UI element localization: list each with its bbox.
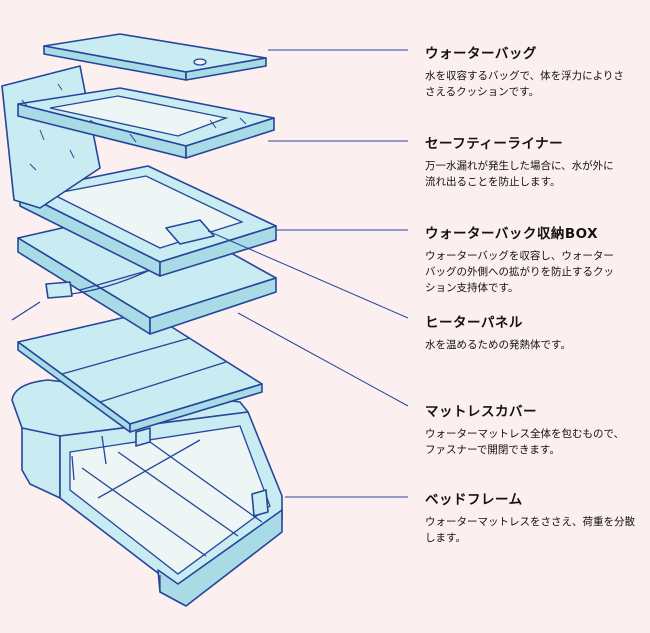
label-description-line: 水を温めるための発熱体です。 <box>425 339 571 351</box>
leader-line-mattress-cover <box>237 312 409 407</box>
label-heater-panel: ヒーターパネル 水を温めるための発熱体です。 <box>425 311 650 353</box>
label-title: ウォーターバッグ <box>425 46 537 62</box>
label-title: ベッドフレーム <box>425 492 523 508</box>
label-mattress-cover: マットレスカバー ウォーターマットレス全体を包むもので、 ファスナーで開閉できま… <box>425 400 650 458</box>
label-water-bag: ウォーターバッグ 水を収容するバッグで、体を浮力によりさ さえるクッションです。 <box>425 42 650 100</box>
water-bag-illustration <box>43 33 267 81</box>
label-title: マットレスカバー <box>425 404 537 420</box>
label-description: ウォーターマットレスをささえ、荷重を分散 します。 <box>425 514 650 546</box>
label-description-line: ション支持体です。 <box>425 282 519 294</box>
leader-line-heater-panel <box>207 230 409 319</box>
label-description: 水を収容するバッグで、体を浮力によりさ さえるクッションです。 <box>425 68 650 100</box>
label-bed-frame: ベッドフレーム ウォーターマットレスをささえ、荷重を分散 します。 <box>425 488 650 546</box>
label-description-line: ファスナーで開閉できます。 <box>425 444 560 456</box>
label-description: 水を温めるための発熱体です。 <box>425 337 650 353</box>
label-title: ウォーターバック収納BOX <box>425 226 599 242</box>
bed-frame-illustration <box>11 379 283 607</box>
storage-box-illustration <box>19 165 277 277</box>
safety-liner-illustration <box>1 65 275 209</box>
leader-lines <box>207 49 409 498</box>
label-storage-box: ウォーターバック収納BOX ウォーターバッグを収容し、ウォーター バッグの外側へ… <box>425 222 650 296</box>
label-description: ウォーターバッグを収容し、ウォーター バッグの外側への拡がりを防止するクッ ショ… <box>425 248 650 296</box>
label-description-line: バッグの外側への拡がりを防止するクッ <box>425 266 614 278</box>
mattress-cover-illustration <box>11 301 263 433</box>
label-description-line: 万一水漏れが発生した場合に、水が外に <box>425 160 614 172</box>
label-title: ヒーターパネル <box>425 315 523 331</box>
label-description-line: さえるクッションです。 <box>425 86 540 98</box>
label-description: ウォーターマットレス全体を包むもので、 ファスナーで開閉できます。 <box>425 426 650 458</box>
label-description-line: ウォーターバッグを収容し、ウォーター <box>425 250 614 262</box>
label-description: 万一水漏れが発生した場合に、水が外に 流れ出ることを防止します。 <box>425 158 650 190</box>
label-description-line: 流れ出ることを防止します。 <box>425 176 561 188</box>
label-description-line: ウォーターマットレスをささえ、荷重を分散 <box>425 516 635 528</box>
label-title: セーフティーライナー <box>425 136 564 152</box>
label-description-line: します。 <box>425 532 466 544</box>
label-description-line: 水を収容するバッグで、体を浮力によりさ <box>425 70 624 82</box>
label-description-line: ウォーターマットレス全体を包むもので、 <box>425 428 625 440</box>
label-safety-liner: セーフティーライナー 万一水漏れが発生した場合に、水が外に 流れ出ることを防止し… <box>425 132 650 190</box>
